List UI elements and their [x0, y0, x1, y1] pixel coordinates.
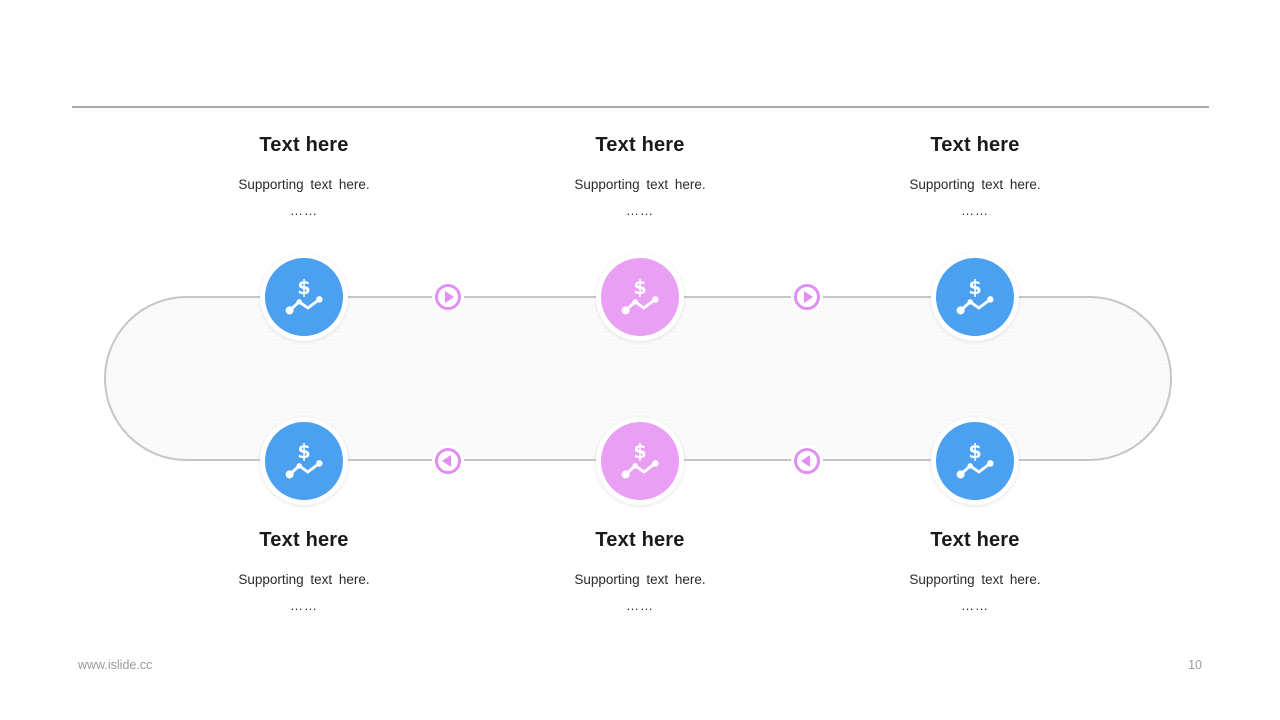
block-supporting-text: Supporting text here. [238, 572, 370, 587]
top-divider-rule [72, 106, 1209, 108]
svg-text:$: $ [968, 276, 981, 299]
text-block-bottom-1: Text here Supporting text here. …… [174, 529, 434, 613]
block-ellipsis: …… [961, 203, 989, 218]
block-ellipsis: …… [290, 203, 318, 218]
dollar-trend-icon: $ [621, 440, 659, 479]
dollar-trend-icon: $ [956, 440, 994, 479]
play-arrow-icon [435, 448, 461, 474]
page-number: 10 [1188, 658, 1202, 672]
triangle-glyph [445, 291, 454, 303]
block-supporting-text: Supporting text here. [909, 177, 1041, 192]
dollar-trend-icon: $ [285, 276, 323, 315]
block-title: Text here [259, 529, 349, 551]
block-ellipsis: …… [626, 203, 654, 218]
money-node-top-1: $ [260, 253, 348, 341]
money-node-bottom-1: $ [260, 417, 348, 505]
svg-text:$: $ [297, 440, 310, 463]
block-title: Text here [930, 134, 1020, 156]
block-title: Text here [595, 529, 685, 551]
text-block-bottom-3: Text here Supporting text here. …… [845, 529, 1105, 613]
footer-website-link[interactable]: www.islide.cc [78, 658, 153, 672]
block-supporting-text: Supporting text here. [909, 572, 1041, 587]
block-title: Text here [930, 529, 1020, 551]
play-arrow-icon [794, 284, 820, 310]
triangle-glyph [804, 291, 813, 303]
text-block-top-3: Text here Supporting text here. …… [845, 134, 1105, 218]
money-node-top-3: $ [931, 253, 1019, 341]
dollar-trend-icon: $ [285, 440, 323, 479]
money-node-top-2: $ [596, 253, 684, 341]
text-block-bottom-2: Text here Supporting text here. …… [510, 529, 770, 613]
svg-text:$: $ [297, 276, 310, 299]
block-ellipsis: …… [961, 598, 989, 613]
play-arrow-icon [794, 448, 820, 474]
dollar-trend-icon: $ [956, 276, 994, 315]
text-block-top-2: Text here Supporting text here. …… [510, 134, 770, 218]
block-supporting-text: Supporting text here. [238, 177, 370, 192]
dollar-trend-icon: $ [621, 276, 659, 315]
money-node-bottom-2: $ [596, 417, 684, 505]
block-title: Text here [595, 134, 685, 156]
svg-text:$: $ [968, 440, 981, 463]
play-arrow-icon [435, 284, 461, 310]
triangle-glyph [801, 455, 810, 467]
block-ellipsis: …… [626, 598, 654, 613]
svg-text:$: $ [633, 440, 646, 463]
block-supporting-text: Supporting text here. [574, 572, 706, 587]
money-node-bottom-3: $ [931, 417, 1019, 505]
text-block-top-1: Text here Supporting text here. …… [174, 134, 434, 218]
block-ellipsis: …… [290, 598, 318, 613]
svg-text:$: $ [633, 276, 646, 299]
block-title: Text here [259, 134, 349, 156]
block-supporting-text: Supporting text here. [574, 177, 706, 192]
triangle-glyph [442, 455, 451, 467]
